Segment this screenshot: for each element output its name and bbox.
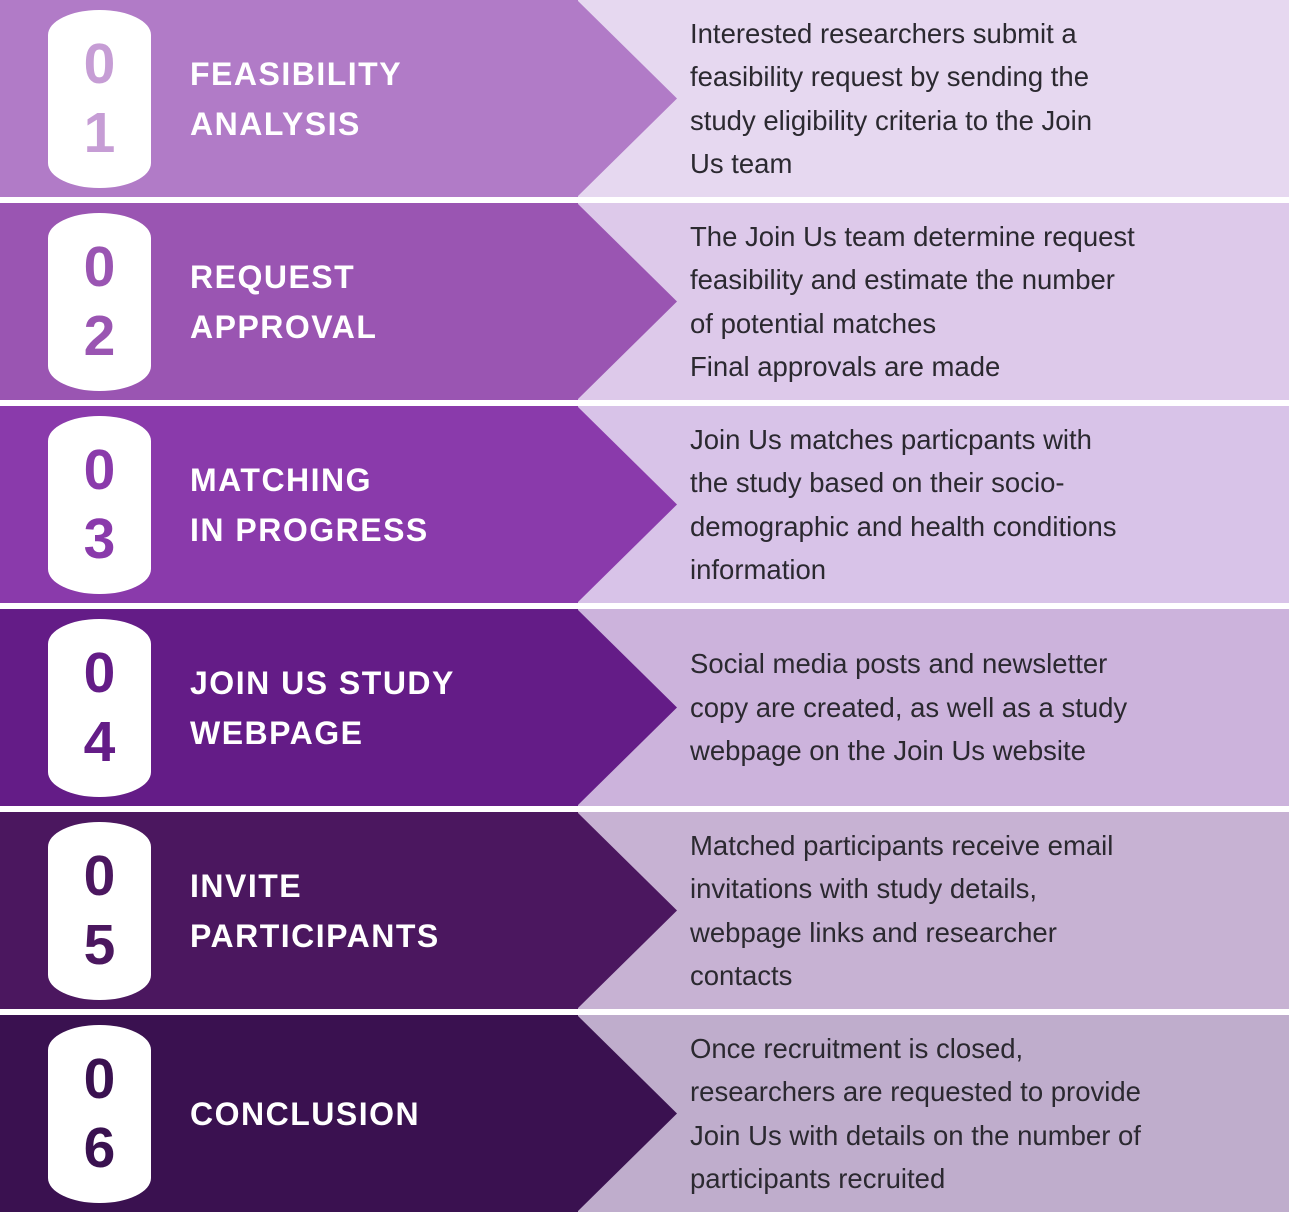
- step-number: 0 2: [83, 234, 116, 368]
- step-number-badge: 0 5: [48, 821, 151, 1000]
- step-number-badge: 0 6: [48, 1024, 151, 1203]
- step-number: 0 5: [83, 843, 116, 977]
- step-title: REQUEST APPROVAL: [190, 258, 378, 345]
- step-description: Once recruitment is closed, researchers …: [690, 1032, 1141, 1195]
- step-row-06: Once recruitment is closed, researchers …: [0, 1015, 1289, 1212]
- step-description-panel: The Join Us team determine request feasi…: [578, 203, 1289, 400]
- step-number: 0 4: [83, 640, 116, 774]
- step-number: 0 3: [83, 437, 116, 571]
- step-title: INVITE PARTICIPANTS: [190, 867, 440, 954]
- step-description-panel: Social media posts and newsletter copy a…: [578, 609, 1289, 806]
- step-number: 0 1: [83, 31, 116, 165]
- step-description: The Join Us team determine request feasi…: [690, 220, 1135, 383]
- step-row-02: The Join Us team determine request feasi…: [0, 203, 1289, 400]
- step-title: JOIN US STUDY WEBPAGE: [190, 664, 455, 751]
- step-row-01: Interested researchers submit a feasibil…: [0, 0, 1289, 197]
- step-row-05: Matched participants receive email invit…: [0, 812, 1289, 1009]
- step-title: MATCHING IN PROGRESS: [190, 461, 429, 548]
- step-description: Interested researchers submit a feasibil…: [690, 17, 1092, 180]
- step-description-panel: Once recruitment is closed, researchers …: [578, 1015, 1289, 1212]
- step-number-badge: 0 4: [48, 618, 151, 797]
- step-title: FEASIBILITY ANALYSIS: [190, 55, 403, 142]
- step-row-03: Join Us matches particpants with the stu…: [0, 406, 1289, 603]
- step-number-badge: 0 3: [48, 415, 151, 594]
- step-title: CONCLUSION: [190, 1095, 421, 1132]
- step-number-badge: 0 1: [48, 9, 151, 188]
- step-description: Matched participants receive email invit…: [690, 829, 1114, 992]
- step-description-panel: Interested researchers submit a feasibil…: [578, 0, 1289, 197]
- step-description: Join Us matches particpants with the stu…: [690, 423, 1117, 586]
- step-row-04: Social media posts and newsletter copy a…: [0, 609, 1289, 806]
- step-description-panel: Matched participants receive email invit…: [578, 812, 1289, 1009]
- step-number-badge: 0 2: [48, 212, 151, 391]
- step-number: 0 6: [83, 1046, 116, 1180]
- step-description: Social media posts and newsletter copy a…: [690, 648, 1128, 767]
- step-description-panel: Join Us matches particpants with the stu…: [578, 406, 1289, 603]
